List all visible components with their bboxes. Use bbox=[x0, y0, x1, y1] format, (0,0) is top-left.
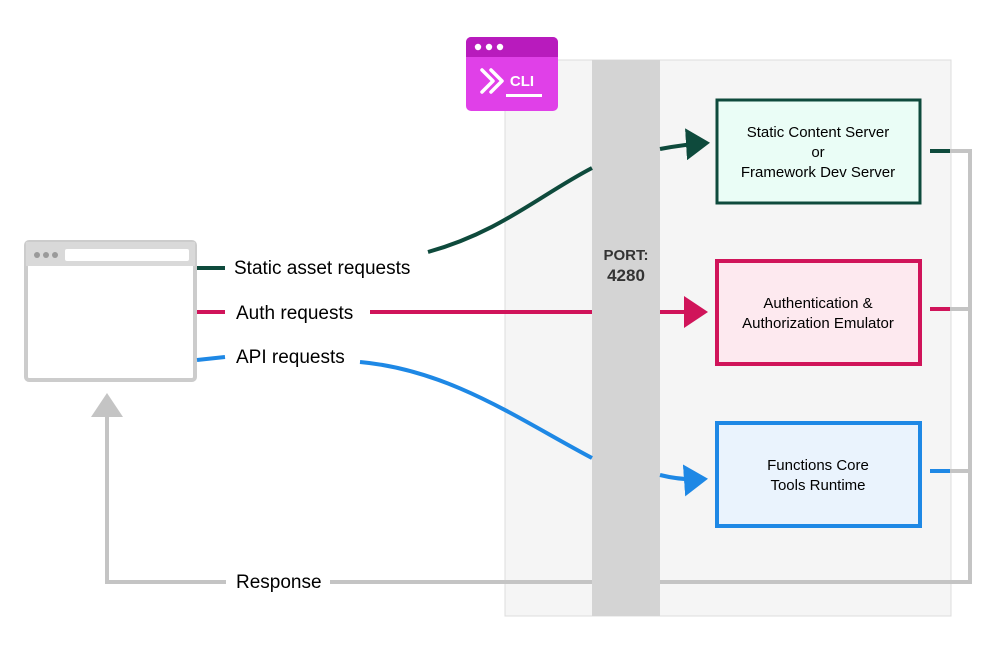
api-request-line-left bbox=[196, 355, 226, 362]
auth-emulator-line1: Authentication & bbox=[763, 295, 872, 312]
api-request-curve bbox=[359, 360, 593, 460]
response-arrow-to-browser bbox=[91, 393, 226, 584]
api-request-arrow bbox=[659, 464, 708, 497]
api-request-label: API requests bbox=[236, 347, 345, 368]
static-request-arrow bbox=[659, 128, 710, 161]
functions-box bbox=[715, 421, 922, 528]
functions-line2: Tools Runtime bbox=[770, 477, 865, 494]
response-label: Response bbox=[236, 572, 322, 593]
auth-request-label: Auth requests bbox=[236, 303, 353, 324]
functions-line1: Functions Core bbox=[767, 457, 869, 474]
cli-icon-label: CLI bbox=[510, 73, 534, 90]
static-request-label: Static asset requests bbox=[234, 258, 410, 279]
port-label: PORT: bbox=[604, 247, 649, 264]
static-server-line1: Static Content Server bbox=[747, 124, 890, 141]
static-server-box bbox=[715, 98, 922, 205]
cli-icon: CLI bbox=[466, 37, 558, 111]
browser-window-icon bbox=[24, 240, 197, 382]
auth-emulator-box bbox=[715, 259, 922, 366]
static-server-line3: Framework Dev Server bbox=[741, 164, 895, 181]
auth-emulator-line2: Authorization Emulator bbox=[742, 315, 894, 332]
static-request-curve bbox=[427, 166, 593, 254]
port-column bbox=[592, 60, 660, 616]
port-number: 4280 bbox=[607, 266, 645, 285]
static-server-line2: or bbox=[811, 144, 824, 161]
